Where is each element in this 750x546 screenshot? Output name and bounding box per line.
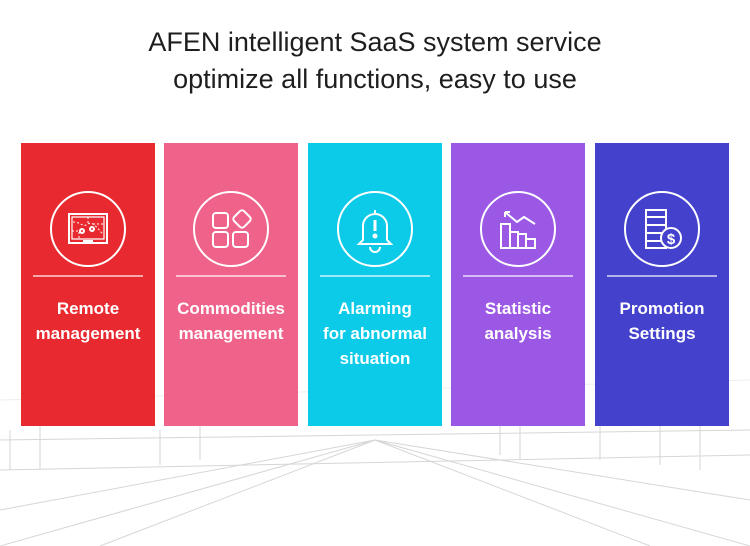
- card-label: Remote management: [35, 299, 141, 343]
- divider: [463, 275, 573, 277]
- card-label: Statistic analysis: [484, 299, 552, 343]
- divider: [33, 275, 143, 277]
- coins-dollar-icon: $: [645, 209, 682, 249]
- svg-text:$: $: [667, 231, 676, 248]
- card-label: Alarming for abnormal situation: [323, 299, 427, 368]
- feature-card-remote-management: Remote management: [21, 143, 155, 426]
- bar-chart-trend-icon: [500, 211, 536, 249]
- card-label: Commodities management: [177, 299, 285, 343]
- divider: [320, 275, 430, 277]
- divider: [607, 275, 717, 277]
- card-label: Promotion Settings: [619, 299, 705, 343]
- feature-card-promotion-settings: $ Promotion Settings: [595, 143, 729, 426]
- map-tablet-icon: [68, 213, 108, 244]
- headline-line-1: AFEN intelligent SaaS system service: [148, 27, 602, 57]
- divider: [176, 275, 286, 277]
- feature-card-commodities-management: Commodities management: [164, 143, 298, 426]
- feature-card-statistic-analysis: Statistic analysis: [451, 143, 585, 426]
- headline-line-2: optimize all functions, easy to use: [173, 64, 577, 94]
- bell-alarm-icon: [356, 210, 394, 253]
- app-blocks-icon: [212, 209, 252, 248]
- feature-card-alarming: Alarming for abnormal situation: [308, 143, 442, 426]
